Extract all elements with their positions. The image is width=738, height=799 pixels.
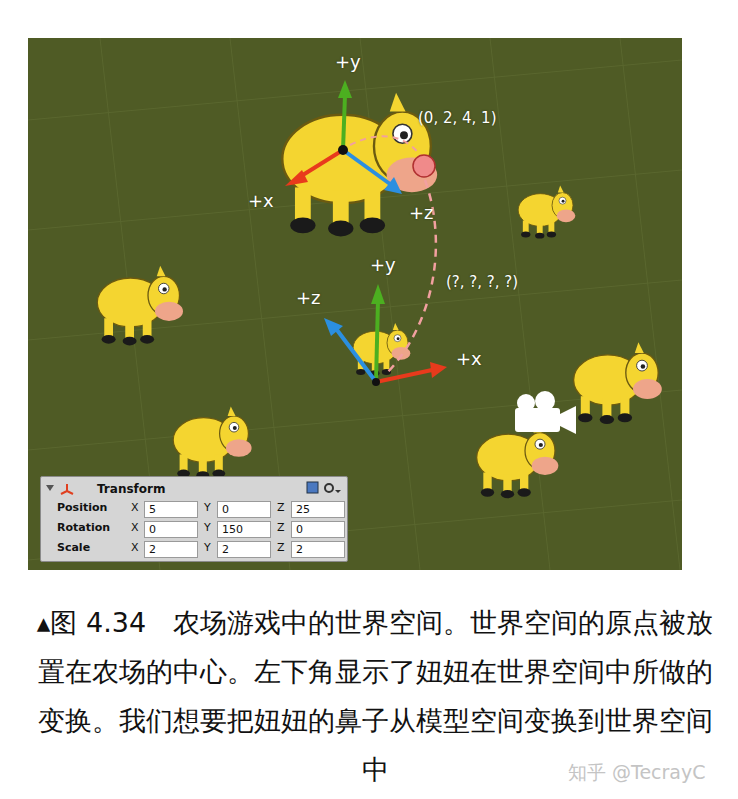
panel-toggle — [45, 482, 85, 496]
field-value: 25 — [296, 503, 310, 516]
axis-letter: Z — [277, 521, 285, 534]
value-field: 0 — [291, 521, 345, 538]
watermark: 知乎 @TecrayC — [568, 760, 706, 786]
axis-label: +y — [335, 51, 361, 72]
coordinate-label: (?, ?, ?, ?) — [446, 273, 518, 291]
axis-letter: X — [131, 541, 139, 554]
axis-label: +y — [370, 254, 396, 275]
axis-letter: Y — [204, 501, 211, 514]
value-field: 150 — [217, 521, 271, 538]
axis-letter: Z — [277, 501, 285, 514]
axis-letter: X — [131, 501, 139, 514]
field-value: 150 — [222, 523, 243, 536]
value-field: 2 — [217, 541, 271, 558]
figure-caption: ▴图 4.34 农场游戏中的世界空间。世界空间的原点被放置在农场的中心。左下角显… — [30, 598, 720, 794]
row-label: Position — [57, 501, 107, 514]
axis-label: +x — [456, 348, 482, 369]
value-field: 2 — [291, 541, 345, 558]
axis-letter: X — [131, 521, 139, 534]
value-field: 25 — [291, 501, 345, 518]
field-value: 0 — [222, 503, 229, 516]
axis-letter: Z — [277, 541, 285, 554]
axis-label: +z — [296, 287, 321, 308]
row-label: Rotation — [57, 521, 110, 534]
field-value: 2 — [222, 543, 229, 556]
field-value: 0 — [296, 523, 303, 536]
field-value: 2 — [296, 543, 303, 556]
panel-icons — [305, 481, 345, 495]
axis-letter: Y — [204, 521, 211, 534]
panel-title: Transform — [97, 482, 165, 496]
field-value: 0 — [149, 523, 156, 536]
axis-label: +x — [248, 190, 274, 211]
row-label: Scale — [57, 541, 90, 554]
value-field: 0 — [217, 501, 271, 518]
axis-letter: Y — [204, 541, 211, 554]
coordinate-label: (0, 2, 4, 1) — [418, 109, 497, 127]
value-field: 5 — [144, 501, 198, 518]
value-field: 2 — [144, 541, 198, 558]
field-value: 2 — [149, 543, 156, 556]
field-value: 5 — [149, 503, 156, 516]
value-field: 0 — [144, 521, 198, 538]
axis-label: +z — [409, 202, 434, 223]
